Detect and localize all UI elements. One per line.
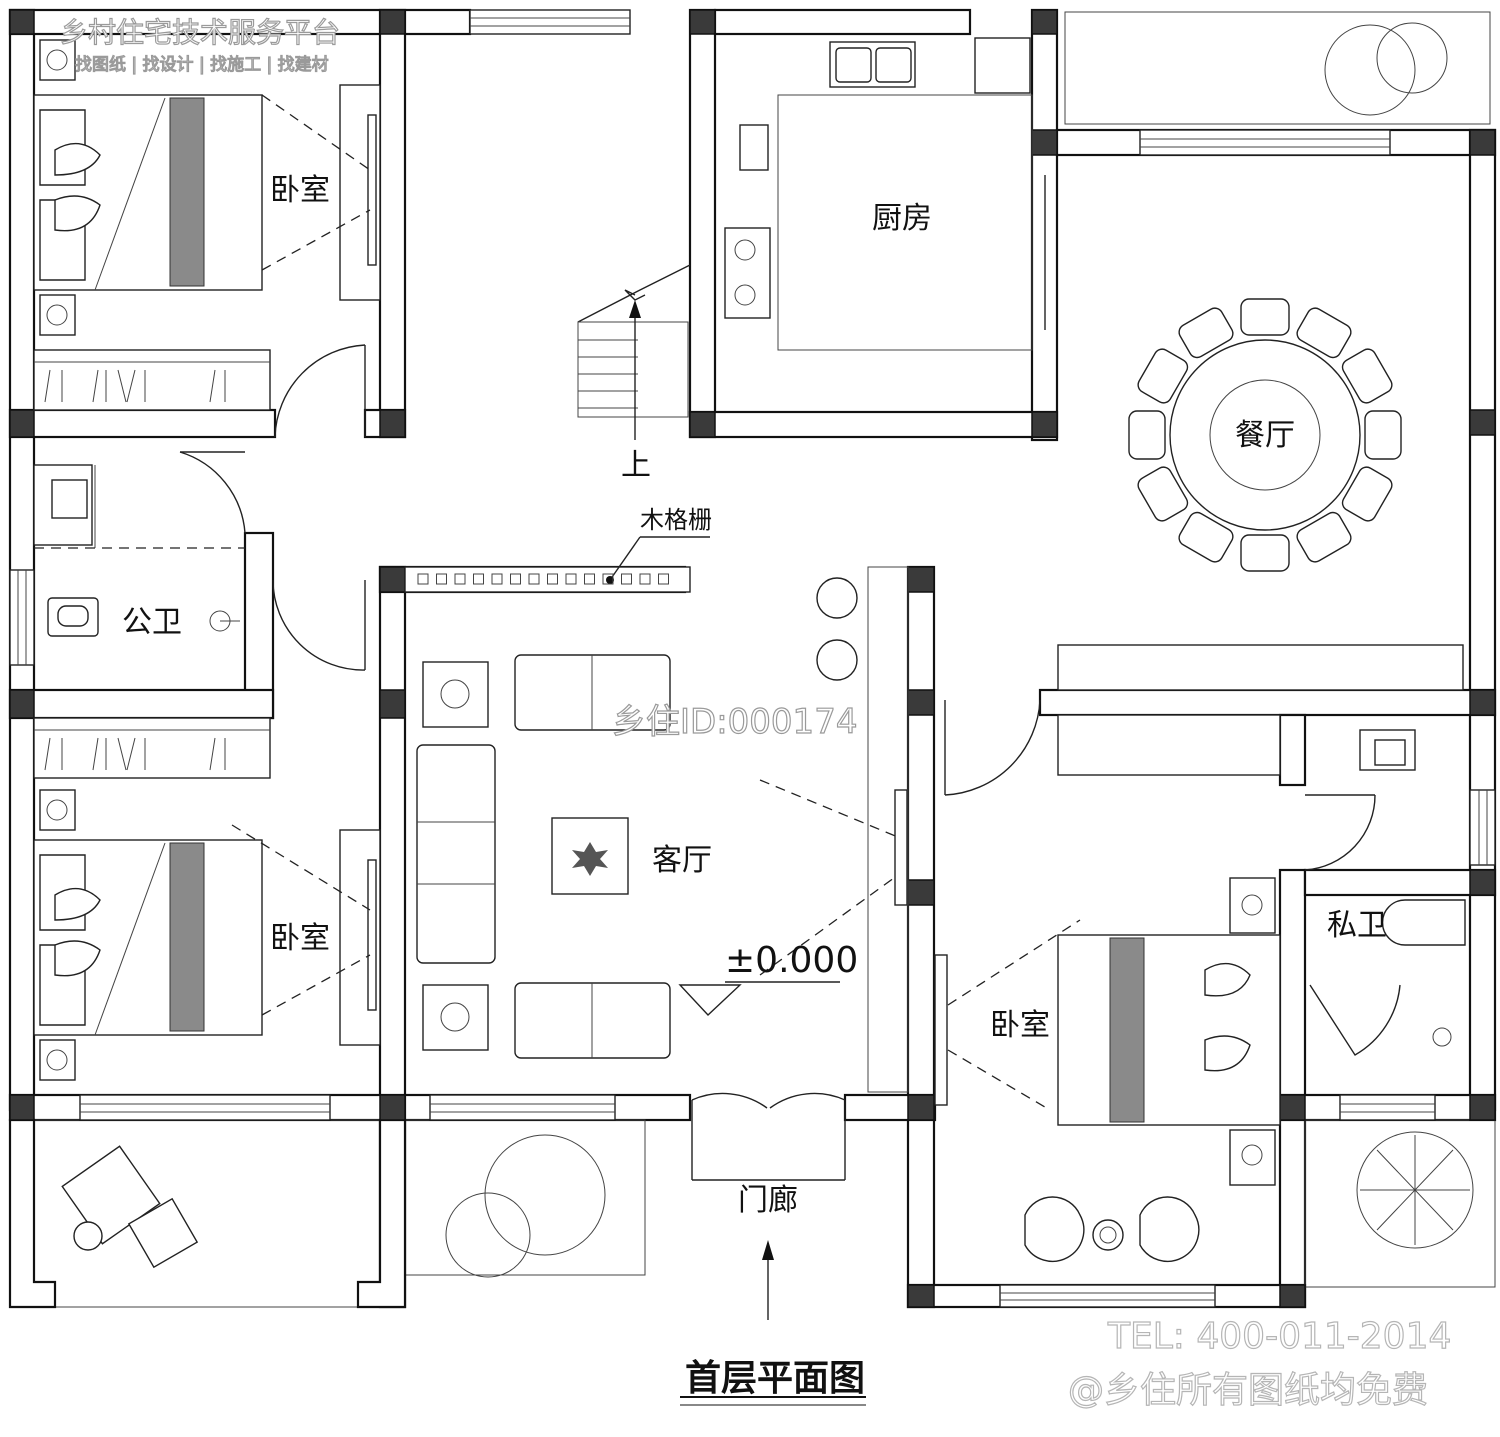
screen-leader-line <box>606 536 710 584</box>
dining-chair <box>1341 466 1393 522</box>
dining-chair <box>1296 307 1352 359</box>
room-label-bedroom-nw: 卧室 <box>270 173 330 208</box>
wood-screen-slat <box>565 573 577 585</box>
dining-chair <box>1240 298 1290 336</box>
dining-chair <box>1137 348 1189 404</box>
watermark-platform-name: 乡村住宅技术服务平台 <box>60 16 340 49</box>
dining-chair <box>1128 410 1166 460</box>
room-label-living: 客厅 <box>652 843 712 878</box>
dining-chair <box>1178 511 1234 563</box>
footer-tel: TEL: 400-011-2014 <box>1107 1316 1451 1357</box>
wood-screen-slat <box>584 573 595 585</box>
level-marker-symbol <box>678 981 840 1016</box>
dining-table <box>1169 339 1361 531</box>
living-furniture <box>416 566 909 1093</box>
footer-note: @乡住所有图纸均免费 <box>1068 1370 1428 1411</box>
dining-chair <box>1178 307 1234 359</box>
entrance-arrow <box>762 1240 774 1320</box>
wood-screen-slat <box>510 573 521 585</box>
landscaping <box>61 11 1491 1278</box>
dining-chairs <box>1128 298 1402 572</box>
wood-screen-slat <box>454 573 466 585</box>
wood-screen-slat <box>436 573 447 585</box>
public-bath-fixtures <box>33 464 245 637</box>
wood-screen-slat <box>639 573 651 585</box>
level-mark: ±0.000 <box>725 940 858 981</box>
stair-up-label: 上 <box>621 448 651 483</box>
windows <box>9 9 1496 1308</box>
doors <box>179 175 1401 1181</box>
room-label-kitchen: 厨房 <box>872 201 932 236</box>
wood-screen <box>404 566 691 593</box>
dining-chair <box>1296 511 1352 563</box>
wood-screen-slat <box>602 573 614 585</box>
private-bath-fixtures <box>1359 729 1466 1047</box>
bedroom-se-furniture <box>934 644 1464 1262</box>
dining-chair <box>1240 534 1290 572</box>
room-label-porch: 门廊 <box>738 1183 798 1218</box>
bedroom-nw-furniture <box>33 39 381 411</box>
wood-screen-slat <box>547 573 558 585</box>
watermark-services: 找图纸 | 找设计 | 找施工 | 找建材 <box>75 55 329 75</box>
wood-screen-slat <box>528 573 540 585</box>
kitchen-fixtures <box>724 37 1033 351</box>
room-label-private-bath: 私卫 <box>1327 908 1387 943</box>
wood-screen-slat <box>621 573 632 585</box>
room-label-dining: 餐厅 <box>1235 418 1295 453</box>
wood-screen-slat <box>417 573 429 585</box>
wood-screen-slat <box>658 573 669 585</box>
wood-screen-slats <box>417 573 669 585</box>
room-label-bedroom-se: 卧室 <box>990 1008 1050 1043</box>
title-underline <box>680 1396 866 1406</box>
wood-screen-slat <box>491 573 503 585</box>
wood-screen-slat <box>473 573 484 585</box>
watermark-drawing-id: 乡住ID:000174 <box>612 702 857 742</box>
dining-chair <box>1341 348 1393 404</box>
screen-label: 木格栅 <box>640 506 712 534</box>
bedroom-sw-furniture <box>33 717 381 1081</box>
dining-chair <box>1364 410 1402 460</box>
dining-chair <box>1137 466 1189 522</box>
room-label-bedroom-sw: 卧室 <box>270 921 330 956</box>
room-label-public-bath: 公卫 <box>122 605 182 640</box>
structural-columns <box>9 9 1496 1308</box>
stair <box>577 264 691 440</box>
drawing-title: 首层平面图 <box>685 1358 865 1399</box>
